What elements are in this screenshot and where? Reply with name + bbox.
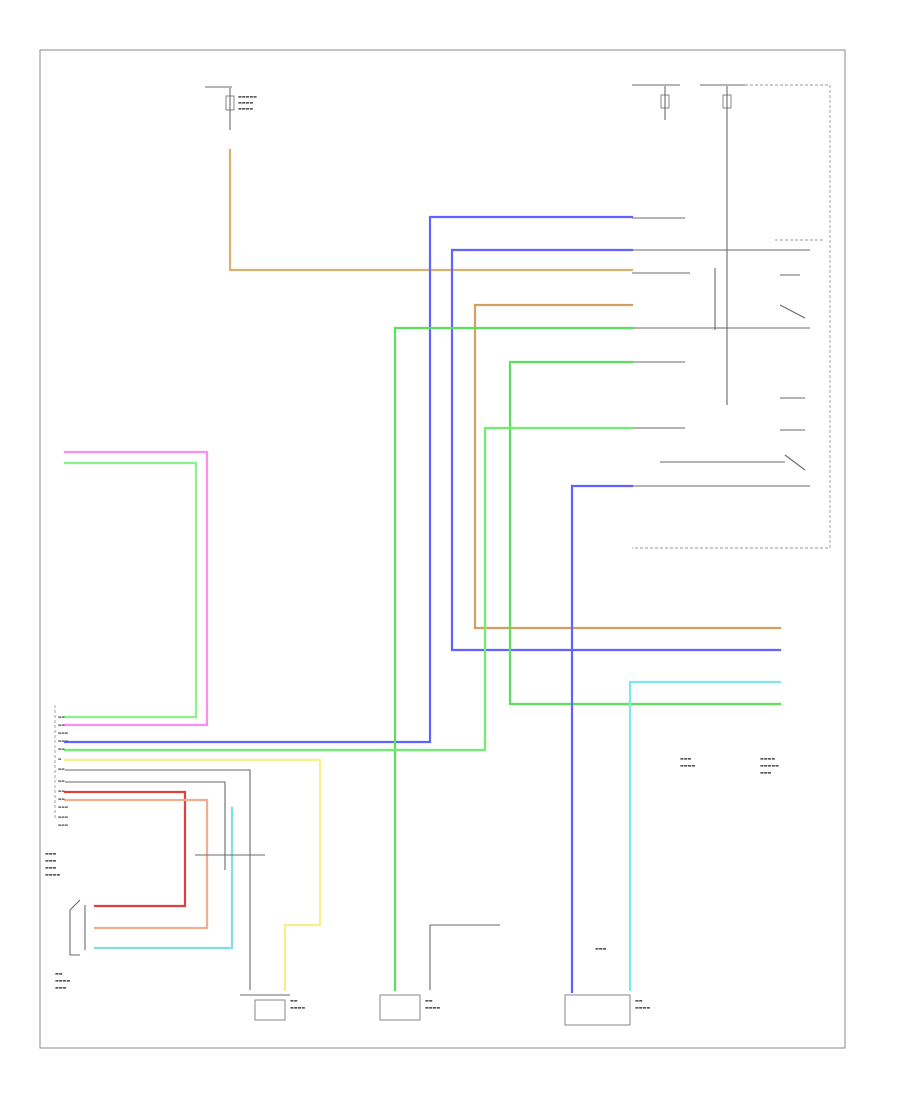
hvac-control-module: ▬▬▬ ▬▬▬▬ ▬▬▬▬ ▬▬▬▬▬ ▬▬▬ xyxy=(680,756,779,775)
wire-blue-1 xyxy=(63,215,634,744)
svg-text:▬▬▬▬: ▬▬▬▬ xyxy=(55,978,70,983)
svg-text:▬▬: ▬▬ xyxy=(58,723,65,727)
svg-text:▬▬: ▬▬ xyxy=(290,998,298,1003)
svg-text:▬: ▬ xyxy=(58,757,62,761)
fuse-top-left: ▬▬▬▬▬ ▬▬▬▬ ▬▬▬▬ xyxy=(205,86,280,130)
svg-text:▬▬▬: ▬▬▬ xyxy=(45,865,57,870)
wire-tan-fuse xyxy=(228,148,634,272)
svg-text:▬▬▬▬: ▬▬▬▬ xyxy=(238,100,253,105)
svg-text:▬▬: ▬▬ xyxy=(58,797,65,801)
svg-text:▬▬: ▬▬ xyxy=(635,998,643,1003)
wire-blue-2 xyxy=(450,248,782,652)
engine-control-module: ▬▬ ▬▬ ▬▬▬ ▬▬▬ ▬▬ ▬ ▬▬ ▬▬ ▬▬ ▬▬ ▬▬▬ ▬▬▬ ▬… xyxy=(45,705,69,877)
wire-red xyxy=(63,790,187,908)
svg-text:▬▬: ▬▬ xyxy=(425,998,433,1003)
wire-peach xyxy=(63,798,209,930)
fuse-top-left-label xyxy=(238,94,280,116)
ambient-temp-sensor: ▬▬ ▬▬▬▬ xyxy=(379,994,440,1021)
svg-text:▬▬▬▬: ▬▬▬▬ xyxy=(760,756,775,761)
svg-text:▬▬▬: ▬▬▬ xyxy=(45,851,57,856)
svg-text:▬▬▬▬: ▬▬▬▬ xyxy=(45,872,60,877)
svg-text:▬▬: ▬▬ xyxy=(55,971,63,976)
wire-blue-3 xyxy=(570,484,634,994)
diagram-frame xyxy=(39,49,846,1049)
relay-center-box xyxy=(632,217,825,487)
svg-text:▬▬▬: ▬▬▬ xyxy=(58,739,69,743)
svg-text:▬▬: ▬▬ xyxy=(58,747,65,751)
fuse-top-right-1 xyxy=(632,84,680,120)
svg-text:▬▬▬: ▬▬▬ xyxy=(55,985,67,990)
wire-green-2 xyxy=(508,360,782,706)
wire-cyan xyxy=(628,680,782,992)
fuse-top-right-2 xyxy=(700,84,745,405)
ac-compressor-clutch: ▬▬ ▬▬▬▬ ▬▬▬ xyxy=(564,946,650,1026)
svg-text:▬▬▬▬: ▬▬▬▬ xyxy=(635,1005,650,1010)
wire-green-3 xyxy=(63,426,634,752)
svg-text:▬▬▬▬: ▬▬▬▬ xyxy=(425,1005,440,1010)
wire-pink xyxy=(63,450,209,727)
wire-lt-green xyxy=(63,461,198,719)
svg-text:▬▬▬▬▬: ▬▬▬▬▬ xyxy=(238,94,257,99)
wire-yellow xyxy=(63,758,322,992)
svg-text:▬▬▬▬: ▬▬▬▬ xyxy=(680,763,695,768)
svg-text:▬▬: ▬▬ xyxy=(58,767,65,771)
svg-text:▬▬: ▬▬ xyxy=(58,789,65,793)
svg-text:▬▬▬: ▬▬▬ xyxy=(680,756,692,761)
svg-text:▬▬▬: ▬▬▬ xyxy=(58,805,69,809)
svg-text:▬▬▬▬: ▬▬▬▬ xyxy=(238,106,253,111)
wire-tan-2 xyxy=(473,303,782,630)
svg-text:▬▬▬: ▬▬▬ xyxy=(58,823,69,827)
svg-text:▬▬▬: ▬▬▬ xyxy=(45,858,57,863)
svg-text:▬▬▬▬: ▬▬▬▬ xyxy=(290,1005,305,1010)
svg-text:▬▬▬▬▬: ▬▬▬▬▬ xyxy=(760,763,779,768)
svg-text:▬▬▬: ▬▬▬ xyxy=(58,815,69,819)
ac-pressure-sensor: ▬▬ ▬▬▬▬ ▬▬▬ xyxy=(55,899,86,990)
svg-text:▬▬: ▬▬ xyxy=(58,779,65,783)
svg-text:▬▬▬: ▬▬▬ xyxy=(58,731,69,735)
svg-text:▬▬: ▬▬ xyxy=(58,715,65,719)
wire-green-1 xyxy=(393,326,634,992)
svg-text:▬▬▬: ▬▬▬ xyxy=(595,946,607,951)
evap-temp-sensor: ▬▬ ▬▬▬▬ xyxy=(240,994,305,1021)
svg-text:▬▬▬: ▬▬▬ xyxy=(760,770,772,775)
